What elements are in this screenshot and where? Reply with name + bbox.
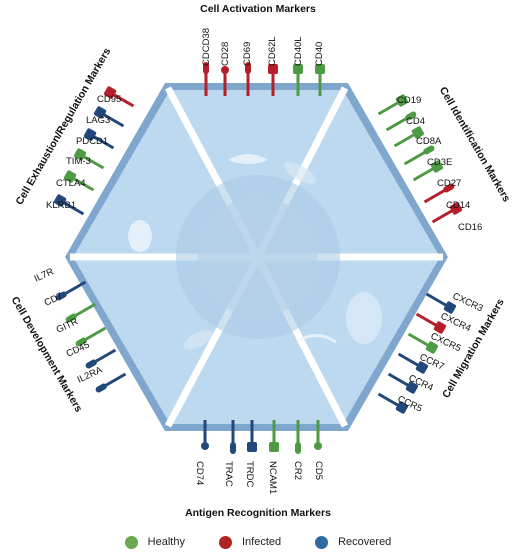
marker-label: CD16 [458, 222, 482, 233]
legend-item-infected: Infected [218, 535, 282, 549]
marker-label: CD4 [406, 116, 425, 127]
marker-label: LAG3 [86, 115, 110, 126]
marker-label: PDCD1 [76, 136, 108, 147]
activation-receptor-icon [268, 64, 278, 96]
cell-body [65, 83, 448, 431]
identification-receptor-icon [412, 160, 444, 182]
legend-item-healthy: Healthy [124, 535, 185, 549]
marker-label: TRAC [223, 461, 234, 487]
development-receptor-icon [95, 372, 127, 393]
identification-receptor-icon [377, 94, 409, 116]
marker-label: CD19 [397, 95, 421, 106]
marker-label: CR2 [292, 461, 303, 480]
marker-label: CXCR4 [439, 311, 473, 335]
recovered-dot-icon [315, 535, 329, 549]
receptor-glyphs [53, 62, 463, 454]
marker-label: CD40 [314, 42, 325, 66]
marker-label: CTLA4 [56, 178, 86, 189]
marker-label: CD5 [313, 461, 324, 480]
identification-receptor-icon [385, 111, 417, 132]
legend: Healthy Infected Recovered [0, 530, 516, 554]
activation-receptor-icon [315, 64, 325, 96]
marker-label: IL7R [33, 266, 56, 285]
activation-receptor-icon [221, 66, 229, 96]
marker-label: CD8A [416, 136, 442, 147]
title-antigen-recognition: Antigen Recognition Markers [185, 507, 331, 519]
identification-receptor-icon [423, 183, 455, 204]
identification-receptor-icon [431, 202, 463, 224]
legend-label: Healthy [147, 536, 185, 548]
healthy-dot-icon [124, 535, 138, 549]
marker-label: GITR [55, 316, 80, 336]
migration-receptor-icon [377, 392, 409, 414]
identification-labels: CD19 CD4 CD8A CD3E CD27 CD14 CD16 [397, 95, 482, 233]
exhaustion-receptor-icon [63, 170, 95, 192]
migration-receptor-icon [397, 352, 429, 374]
marker-label: CD69 [242, 42, 253, 66]
antigen-receptor-icon [230, 420, 236, 454]
marker-label: CD27 [437, 178, 461, 189]
marker-label: CXCR3 [451, 291, 485, 315]
antigen-receptor-icon [247, 420, 257, 452]
vesicle [128, 220, 152, 252]
marker-label: CD3E [427, 157, 452, 168]
infected-dot-icon [218, 535, 232, 549]
marker-label: CD95 [97, 94, 121, 105]
marker-label: NCAM1 [267, 461, 278, 494]
antigen-receptor-icon [269, 420, 279, 452]
marker-label: CD40L [293, 36, 304, 66]
marker-label: KLRB1 [46, 200, 76, 211]
marker-label: CD62L [267, 36, 278, 66]
antigen-labels: CD74 TRAC TRDC NCAM1 CR2 CD5 [194, 461, 324, 494]
development-receptor-icon [55, 280, 87, 301]
marker-label: CDCD38 [201, 28, 212, 66]
marker-label: CD14 [446, 200, 470, 211]
migration-receptor-icon [407, 332, 439, 354]
marker-label: TIM-3 [66, 156, 91, 167]
antigen-receptor-icon [201, 420, 209, 450]
marker-label: TRDC [244, 461, 255, 488]
development-receptor-icon [75, 326, 107, 347]
development-receptor-icon [65, 302, 97, 323]
activation-receptor-icon [293, 64, 303, 96]
activation-labels: CDCD38 CD28 CD69 CD62L CD40L CD40 [201, 28, 325, 66]
activation-receptor-icon [245, 62, 251, 96]
identification-receptor-icon [393, 126, 425, 148]
exhaustion-labels: CD95 LAG3 PDCD1 TIM-3 CTLA4 KLRB1 [46, 94, 121, 211]
migration-receptor-icon [387, 372, 419, 394]
marker-label: CD74 [194, 461, 205, 485]
development-receptor-icon [85, 348, 117, 369]
marker-label: CD45 [65, 339, 92, 359]
identification-receptor-icon [403, 145, 435, 166]
exhaustion-receptor-icon [73, 148, 105, 170]
legend-label: Recovered [338, 536, 392, 548]
activation-receptor-icon [203, 62, 209, 96]
title-cell-activation: Cell Activation Markers [200, 3, 316, 15]
antigen-receptor-icon [314, 420, 322, 450]
marker-label: CD28 [220, 42, 231, 66]
exhaustion-receptor-icon [103, 86, 135, 108]
exhaustion-receptor-icon [83, 128, 115, 150]
legend-label: Infected [241, 536, 282, 548]
legend-item-recovered: Recovered [315, 535, 392, 549]
exhaustion-receptor-icon [93, 106, 125, 128]
vacuole [346, 292, 382, 344]
antigen-receptor-icon [295, 420, 301, 454]
migration-receptor-icon [415, 312, 447, 334]
exhaustion-receptor-icon [53, 194, 85, 216]
migration-receptor-icon [425, 292, 457, 314]
